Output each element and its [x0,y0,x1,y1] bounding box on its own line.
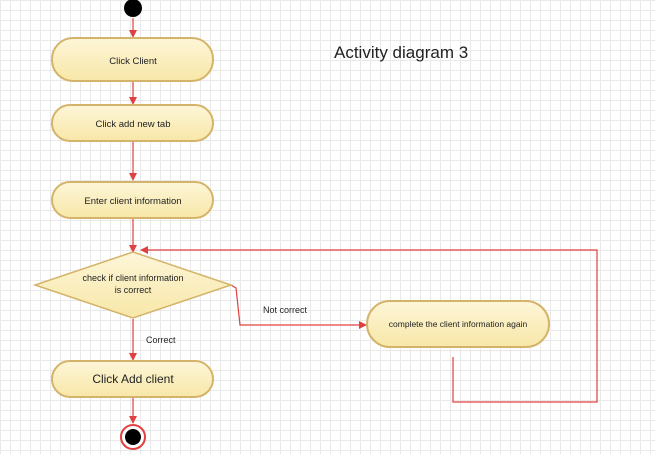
node-click-add-client[interactable]: Click Add client [51,360,214,398]
node-enter-client-information[interactable]: Enter client information [51,181,214,219]
edge-loop-back [140,246,598,403]
node-complete-client-information-again[interactable]: complete the client information again [366,300,550,348]
decision-label-line2: is correct [115,285,152,295]
node-click-add-new-tab-label: Click add new tab [96,119,171,130]
edges [129,18,598,424]
end-node[interactable] [120,424,146,450]
edge-decision-not-correct [230,284,367,329]
node-click-client[interactable]: Click Client [51,37,214,82]
node-enter-client-information-label: Enter client information [84,196,181,207]
decision-check-client-information[interactable]: check if client information is correct [32,251,234,319]
start-node[interactable] [124,0,142,17]
decision-label-line1: check if client information [82,273,183,283]
diagram-title: Activity diagram 3 [334,43,468,62]
node-click-add-client-label: Click Add client [92,372,174,386]
node-complete-again-label: complete the client information again [389,319,528,329]
node-click-add-new-tab[interactable]: Click add new tab [51,104,214,142]
node-click-client-label: Click Client [109,56,157,67]
edge-label-correct: Correct [146,335,176,345]
edge-label-not-correct: Not correct [263,305,308,315]
